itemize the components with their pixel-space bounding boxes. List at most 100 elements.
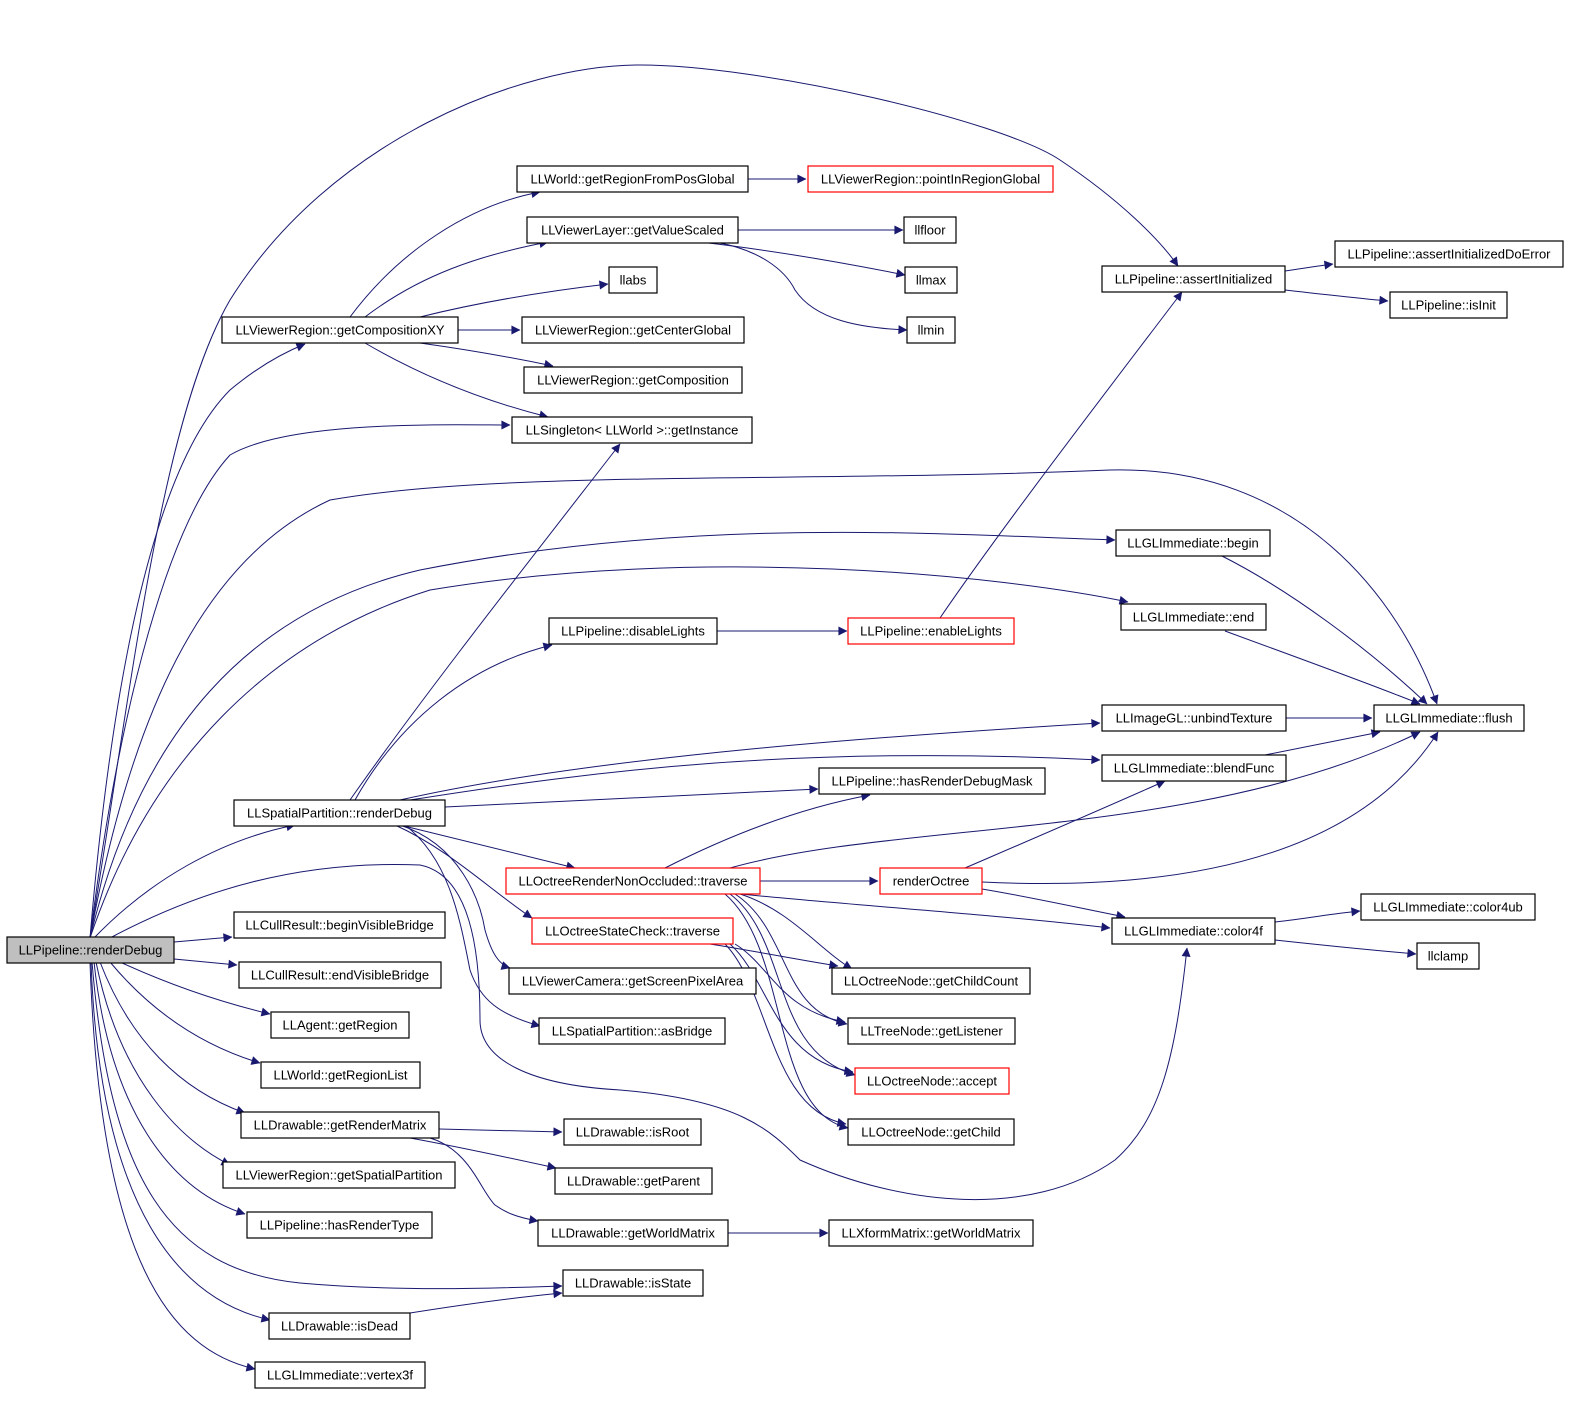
node-llfloor[interactable]: llfloor [903,216,957,244]
edge-sprenderdebug-statecheck [394,824,533,919]
node-begin-visible-bridge[interactable]: LLCullResult::beginVisibleBridge [233,911,446,939]
node-label-render-non-occluded: LLOctreeRenderNonOccluded::traverse [518,874,747,889]
node-get-instance[interactable]: LLSingleton< LLWorld >::getInstance [511,416,753,444]
node-label-end-visible-bridge: LLCullResult::endVisibleBridge [251,968,429,983]
node-box-assert-initialized-do-error [1334,240,1564,268]
node-label-get-child: LLOctreeNode::getChild [861,1125,1000,1140]
node-render-debug[interactable]: LLPipeline::renderDebug [6,936,175,964]
node-blend-func[interactable]: LLGLImmediate::blendFunc [1101,754,1287,782]
node-gl-begin[interactable]: LLGLImmediate::begin [1115,529,1271,557]
node-label-llmax: llmax [916,273,947,288]
node-get-child-count[interactable]: LLOctreeNode::getChildCount [831,967,1031,995]
edge-renderdebug-getrendermatrix [99,961,246,1115]
node-get-spatial-partition[interactable]: LLViewerRegion::getSpatialPartition [222,1161,456,1189]
node-get-region-list[interactable]: LLWorld::getRegionList [260,1061,421,1089]
edge-getcompositionxy-getcomposition [419,342,554,369]
node-llmin[interactable]: llmin [906,316,956,344]
edge-sprenderdebug-unbindtexture [399,719,1101,801]
node-box-llclamp [1416,942,1480,970]
node-label-get-child-count: LLOctreeNode::getChildCount [844,974,1019,989]
node-get-parent[interactable]: LLDrawable::getParent [554,1167,713,1195]
node-flush[interactable]: LLGLImmediate::flush [1373,704,1525,732]
node-get-center-global[interactable]: LLViewerRegion::getCenterGlobal [521,316,745,344]
node-get-agent-region[interactable]: LLAgent::getRegion [270,1011,410,1039]
node-get-composition[interactable]: LLViewerRegion::getComposition [523,366,743,394]
edge-renderdebug-getspatialpartition [95,961,231,1166]
node-color4f[interactable]: LLGLImmediate::color4f [1111,917,1276,945]
node-label-llfloor: llfloor [914,223,946,238]
node-is-root[interactable]: LLDrawable::isRoot [563,1118,702,1146]
edge-renderdebug-isdead [90,961,271,1323]
node-assert-initialized-do-error[interactable]: LLPipeline::assertInitializedDoError [1334,240,1564,268]
node-drawable-world-matrix[interactable]: LLDrawable::getWorldMatrix [537,1219,729,1247]
node-get-child[interactable]: LLOctreeNode::getChild [847,1118,1015,1146]
node-vertex3f[interactable]: LLGLImmediate::vertex3f [254,1361,426,1389]
edge-isdead-isstate [409,1289,563,1314]
edge-blendfunc-flush [1264,729,1381,756]
node-box-gl-end [1120,603,1267,631]
edge-renderdebug-getregionlist [109,961,261,1065]
node-enable-lights[interactable]: LLPipeline::enableLights [847,617,1015,645]
node-label-get-center-global: LLViewerRegion::getCenterGlobal [535,323,731,338]
node-box-get-value-scaled [526,216,739,244]
edge-rendernonoccluded-getlistener [734,893,848,1027]
node-is-dead[interactable]: LLDrawable::isDead [268,1312,411,1340]
edge-sprenderdebug-blendfunc [409,755,1101,801]
node-label-get-region-list: LLWorld::getRegionList [274,1068,408,1083]
node-end-visible-bridge[interactable]: LLCullResult::endVisibleBridge [238,961,442,989]
edge-renderdebug-hasrendertype [93,961,246,1216]
node-label-is-init: LLPipeline::isInit [1401,298,1496,313]
node-label-llabs: llabs [620,273,647,288]
edge-getrendermatrix-drawableworldmatrix [429,1137,539,1224]
node-unbind-texture[interactable]: LLImageGL::unbindTexture [1101,704,1287,732]
edge-glend-flush [1224,630,1421,706]
node-get-value-scaled[interactable]: LLViewerLayer::getValueScaled [526,216,739,244]
node-label-is-root: LLDrawable::isRoot [576,1125,690,1140]
node-box-get-region-list [260,1061,421,1089]
node-get-composition-xy[interactable]: LLViewerRegion::getCompositionXY [221,316,459,344]
node-box-end-visible-bridge [238,961,442,989]
node-sp-render-debug[interactable]: LLSpatialPartition::renderDebug [233,799,446,827]
node-box-is-root [563,1118,702,1146]
node-as-bridge[interactable]: LLSpatialPartition::asBridge [538,1017,726,1045]
node-point-in-region-global[interactable]: LLViewerRegion::pointInRegionGlobal [807,165,1054,193]
node-label-get-value-scaled: LLViewerLayer::getValueScaled [541,223,724,238]
node-llclamp[interactable]: llclamp [1416,942,1480,970]
node-label-get-agent-region: LLAgent::getRegion [283,1018,398,1033]
node-assert-initialized[interactable]: LLPipeline::assertInitialized [1101,265,1286,293]
edge-sprenderdebug-rendernonoccluded [399,824,576,871]
edge-renderdebug-glbegin [89,531,1116,939]
node-is-state[interactable]: LLDrawable::isState [562,1269,704,1297]
edge-rendernonoccluded-accept [729,893,856,1077]
node-state-check[interactable]: LLOctreeStateCheck::traverse [531,917,734,945]
node-box-color4f [1111,917,1276,945]
node-gl-end[interactable]: LLGLImmediate::end [1120,603,1267,631]
node-get-screen-pixel-area[interactable]: LLViewerCamera::getScreenPixelArea [508,967,757,995]
node-render-non-occluded[interactable]: LLOctreeRenderNonOccluded::traverse [505,867,761,895]
node-label-has-render-debug-mask: LLPipeline::hasRenderDebugMask [832,774,1033,789]
edge-statecheck-getchildcount [709,943,839,970]
node-render-octree[interactable]: renderOctree [879,867,983,895]
edge-renderdebug-getagentregion [119,961,271,1017]
node-label-get-instance: LLSingleton< LLWorld >::getInstance [526,423,739,438]
node-get-listener[interactable]: LLTreeNode::getListener [847,1017,1016,1045]
node-get-render-matrix[interactable]: LLDrawable::getRenderMatrix [240,1111,440,1139]
edge-assertinitialized-doerror [1284,260,1334,272]
node-label-get-parent: LLDrawable::getParent [567,1174,700,1189]
node-has-render-type[interactable]: LLPipeline::hasRenderType [246,1211,433,1239]
node-label-enable-lights: LLPipeline::enableLights [860,624,1002,639]
node-accept[interactable]: LLOctreeNode::accept [854,1067,1010,1095]
node-color4ub[interactable]: LLGLImmediate::color4ub [1360,893,1536,921]
node-disable-lights[interactable]: LLPipeline::disableLights [548,617,718,645]
node-box-get-child-count [831,967,1031,995]
edge-renderoctree-color4f [981,888,1126,920]
node-llmax[interactable]: llmax [904,266,958,294]
node-box-get-instance [511,416,753,444]
node-is-init[interactable]: LLPipeline::isInit [1389,291,1508,319]
node-xform-world-matrix[interactable]: LLXformMatrix::getWorldMatrix [828,1219,1034,1247]
node-get-region-from-pos-global[interactable]: LLWorld::getRegionFromPosGlobal [516,165,749,193]
node-llabs[interactable]: llabs [608,266,658,294]
node-box-get-agent-region [270,1011,410,1039]
node-has-render-debug-mask[interactable]: LLPipeline::hasRenderDebugMask [818,767,1046,795]
node-box-flush [1373,704,1525,732]
